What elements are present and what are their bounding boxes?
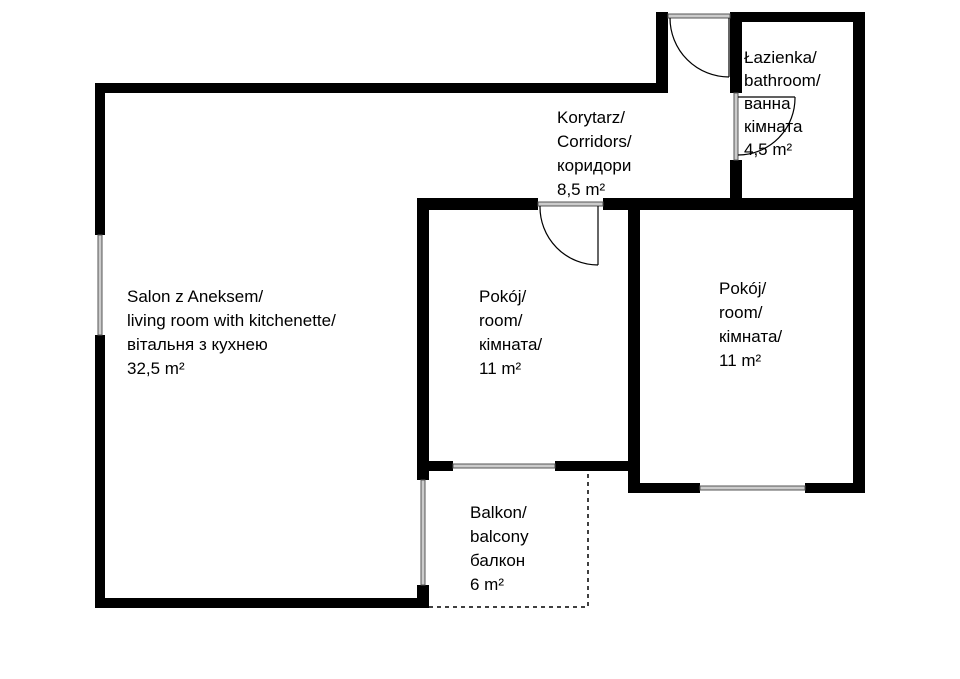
door-bathroom-swing <box>737 96 796 156</box>
door-middle-room-swing <box>539 205 599 266</box>
window-balcony-side <box>420 479 426 586</box>
wall-living-left-upper <box>95 83 105 235</box>
wall-right-room-top <box>603 198 865 210</box>
label-line: bathroom/ <box>744 71 821 90</box>
room-label-corridor: Korytarz/ Corridors/ коридори 8,5 m² <box>557 106 632 202</box>
door-frame-entrance <box>667 13 731 19</box>
label-line: Corridors/ <box>557 132 632 151</box>
balcony-dashed-edge <box>429 471 589 608</box>
walls <box>95 12 865 608</box>
room-label-middle: Pokój/ room/ кімната/ 11 m² <box>479 285 542 381</box>
room-label-living: Salon z Aneksem/ living room with kitche… <box>127 285 336 381</box>
label-area: 8,5 m² <box>557 180 606 199</box>
label-area: 11 m² <box>479 359 522 378</box>
wall-middle-room-left <box>417 198 429 480</box>
wall-living-left-lower <box>95 335 105 608</box>
wall-middle-bottom-right <box>555 461 640 471</box>
door-frame-bathroom <box>733 92 739 161</box>
label-line: room/ <box>719 303 763 322</box>
label-line: ванна <box>744 94 791 113</box>
label-line: Pokój/ <box>719 279 767 298</box>
label-line: вітальня з кухнею <box>127 335 268 354</box>
wall-middle-bottom-left <box>417 461 453 471</box>
wall-living-bottom <box>95 598 429 608</box>
label-area: 32,5 m² <box>127 359 185 378</box>
label-line: room/ <box>479 311 523 330</box>
door-frame-middle-room <box>537 201 604 207</box>
balcony-outline <box>429 471 589 608</box>
label-line: Łazienka/ <box>744 48 817 67</box>
label-line: кімната <box>744 117 803 136</box>
wall-right-bottom-left <box>628 483 700 493</box>
label-line: коридори <box>557 156 632 175</box>
window-right-room <box>699 485 806 491</box>
wall-bathroom-top <box>733 12 865 22</box>
door-swings <box>539 17 796 266</box>
label-area: 4,5 m² <box>744 140 793 159</box>
room-label-bathroom: Łazienka/ bathroom/ ванна кімната 4,5 m² <box>744 46 821 161</box>
wall-living-top <box>95 83 668 93</box>
label-area: 11 m² <box>719 351 762 370</box>
wall-right-outer <box>853 12 865 493</box>
wall-corridor-notch <box>656 12 668 93</box>
door-entrance-swing <box>669 17 730 78</box>
label-line: living room with kitchenette/ <box>127 311 336 330</box>
wall-middle-room-top <box>417 198 538 210</box>
label-line: balcony <box>470 527 529 546</box>
label-line: Pokój/ <box>479 287 527 306</box>
wall-bathroom-left-upper <box>730 12 742 93</box>
label-area: 6 m² <box>470 575 504 594</box>
window-living-left <box>97 234 103 336</box>
wall-right-bottom-right <box>805 483 865 493</box>
room-label-right: Pokój/ room/ кімната/ 11 m² <box>719 277 782 373</box>
wall-bathroom-left-lower <box>730 160 742 202</box>
windows <box>97 13 806 586</box>
label-line: кімната/ <box>479 335 543 354</box>
label-line: Korytarz/ <box>557 108 626 127</box>
label-line: кімната/ <box>719 327 783 346</box>
wall-middle-right-divider <box>628 198 640 493</box>
room-label-balcony: Balkon/ balcony балкон 6 m² <box>470 501 529 597</box>
window-middle-room <box>452 463 556 469</box>
label-line: Balkon/ <box>470 503 527 522</box>
label-line: Salon z Aneksem/ <box>127 287 264 306</box>
label-line: балкон <box>470 551 526 570</box>
